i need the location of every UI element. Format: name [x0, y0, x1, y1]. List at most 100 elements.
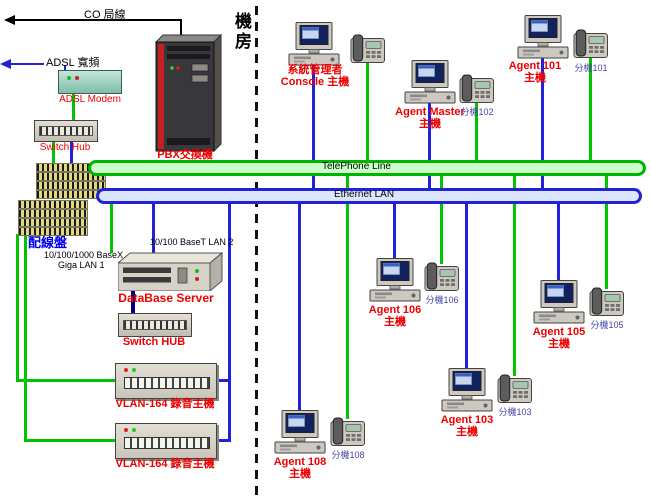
agent101-label: Agent 101 主機 [500, 60, 570, 84]
console-phone-line [366, 62, 369, 164]
hub-to-patch-blue [70, 140, 73, 164]
agent-master-extension-label: 分機102 [460, 107, 494, 117]
agent105-label-line2: 主機 [548, 338, 570, 350]
agent103-label-line2: 主機 [456, 426, 478, 438]
console-label-line2: Console 主機 [280, 76, 350, 88]
adsl-modem-drop [64, 65, 66, 71]
agent106-phone-line [440, 173, 443, 264]
co-arrowhead [4, 15, 15, 25]
patch-to-vlan1-horz [16, 379, 117, 382]
modem-led-icon [75, 76, 79, 80]
adsl-label: ADSL 寬頻 [46, 57, 100, 69]
agent103-label: Agent 103 主機 [436, 414, 498, 438]
agent106-label-line2: 主機 [384, 316, 406, 328]
recorder-led-icon [132, 368, 136, 372]
agent106-lan-line [393, 201, 396, 260]
agent105-phone-line [605, 173, 608, 289]
hub-ports-icon [123, 320, 187, 330]
patch-to-vlan1-vert [16, 234, 19, 382]
switch-hub-top-device [34, 120, 98, 142]
database-server-icon [118, 251, 223, 291]
ethernet-lan-bus [96, 188, 642, 204]
agent101-extension-label: 分機101 [574, 63, 608, 73]
hub-to-patch-green [52, 140, 55, 164]
giga-lan-label-1: 10/100/1000 BaseX [44, 250, 124, 260]
agent105-phone-icon [589, 287, 625, 317]
adsl-modem-label: ADSL Modem [59, 94, 121, 105]
lan-stub-vlan1 [214, 379, 230, 382]
recorder-ports-icon [124, 377, 210, 389]
patch-panel-bar [36, 181, 106, 190]
agent103-lan-line [465, 201, 468, 370]
agent105-label-line1: Agent 105 [532, 326, 586, 338]
agent103-phone-line [513, 173, 516, 376]
console-phone-icon [350, 34, 386, 64]
agent106-computer-icon [368, 258, 422, 302]
agent108-computer-icon [273, 410, 327, 454]
console-lan-line [312, 64, 315, 192]
agent106-phone-icon [424, 262, 460, 292]
master-lan-line [428, 102, 431, 192]
co-line-label: CO 局線 [84, 9, 126, 21]
patch-panel-label: 配線盤 [28, 235, 68, 250]
lan2-line [152, 201, 155, 253]
pbx-label: PBX交換機 [157, 149, 213, 161]
agent103-label-line1: Agent 103 [440, 414, 494, 426]
master-phone-line [475, 102, 478, 164]
recorder-led-icon [124, 428, 128, 432]
modem-led-icon [67, 76, 71, 80]
pbx-cabinet-icon [148, 34, 222, 152]
agent108-extension-label: 分機108 [331, 450, 365, 460]
console-computer-icon [287, 22, 341, 66]
switch-hub-top-label: Switch Hub [39, 142, 91, 153]
agent-master-phone-icon [459, 74, 495, 104]
agent108-phone-icon [330, 417, 366, 447]
server-to-hub-line [131, 289, 135, 315]
vlan-recorder-1-label: VLAN-164 錄音主機 [115, 398, 215, 410]
console-label: 系統管理者 Console 主機 [276, 64, 354, 88]
agent106-label: Agent 106 主機 [364, 304, 426, 328]
recorder-led-icon [124, 368, 128, 372]
switch-hub-device [118, 313, 192, 337]
adsl-line [10, 63, 44, 65]
agent108-lan-line [298, 201, 301, 412]
agent-master-label: Agent Master 主機 [392, 106, 468, 130]
vlan-recorder-2-label: VLAN-164 錄音主機 [115, 458, 215, 470]
agent101-phone-icon [573, 29, 609, 59]
agent-master-label-line2: 主機 [419, 118, 441, 130]
agent108-label-line1: Agent 108 [273, 456, 327, 468]
recorder-led-icon [132, 428, 136, 432]
patch-panel-bar [18, 218, 88, 227]
lan-riser-right [228, 201, 231, 442]
lan-stub-vlan2 [214, 439, 230, 442]
agent103-phone-icon [497, 374, 533, 404]
giga-lan1-line [110, 196, 113, 253]
agent101-lan-line [541, 57, 544, 192]
ethernet-bus-label: Ethernet LAN [334, 189, 395, 200]
console-label-line1: 系統管理者 [287, 64, 343, 76]
agent106-label-line1: Agent 106 [368, 304, 422, 316]
modem-to-hub-line [72, 92, 75, 120]
co-trunk-drop [180, 19, 182, 35]
agent105-extension-label: 分機105 [590, 320, 624, 330]
agent101-computer-icon [516, 15, 570, 59]
agent105-lan-line [557, 201, 560, 282]
agent108-phone-line [346, 173, 349, 419]
patch-panel-bar [18, 227, 88, 236]
agent108-label: Agent 108 主機 [269, 456, 331, 480]
adsl-modem-device [58, 70, 122, 94]
database-server-label: DataBase Server [118, 291, 214, 305]
machine-room-divider [255, 6, 258, 498]
telephone-bus-label: TelePhone Line [322, 161, 391, 172]
telephone-line-bus [88, 160, 646, 176]
hub-ports-icon [39, 126, 93, 136]
recorder-ports-icon [124, 437, 210, 449]
agent101-phone-line [589, 57, 592, 164]
patch-to-vlan2-horz [24, 439, 117, 442]
co-trunk-line [14, 19, 182, 21]
giga-lan-label-2: Giga LAN 1 [58, 260, 105, 270]
agent101-label-line2: 主機 [524, 72, 546, 84]
agent103-computer-icon [440, 368, 494, 412]
adsl-arrowhead [0, 59, 11, 69]
